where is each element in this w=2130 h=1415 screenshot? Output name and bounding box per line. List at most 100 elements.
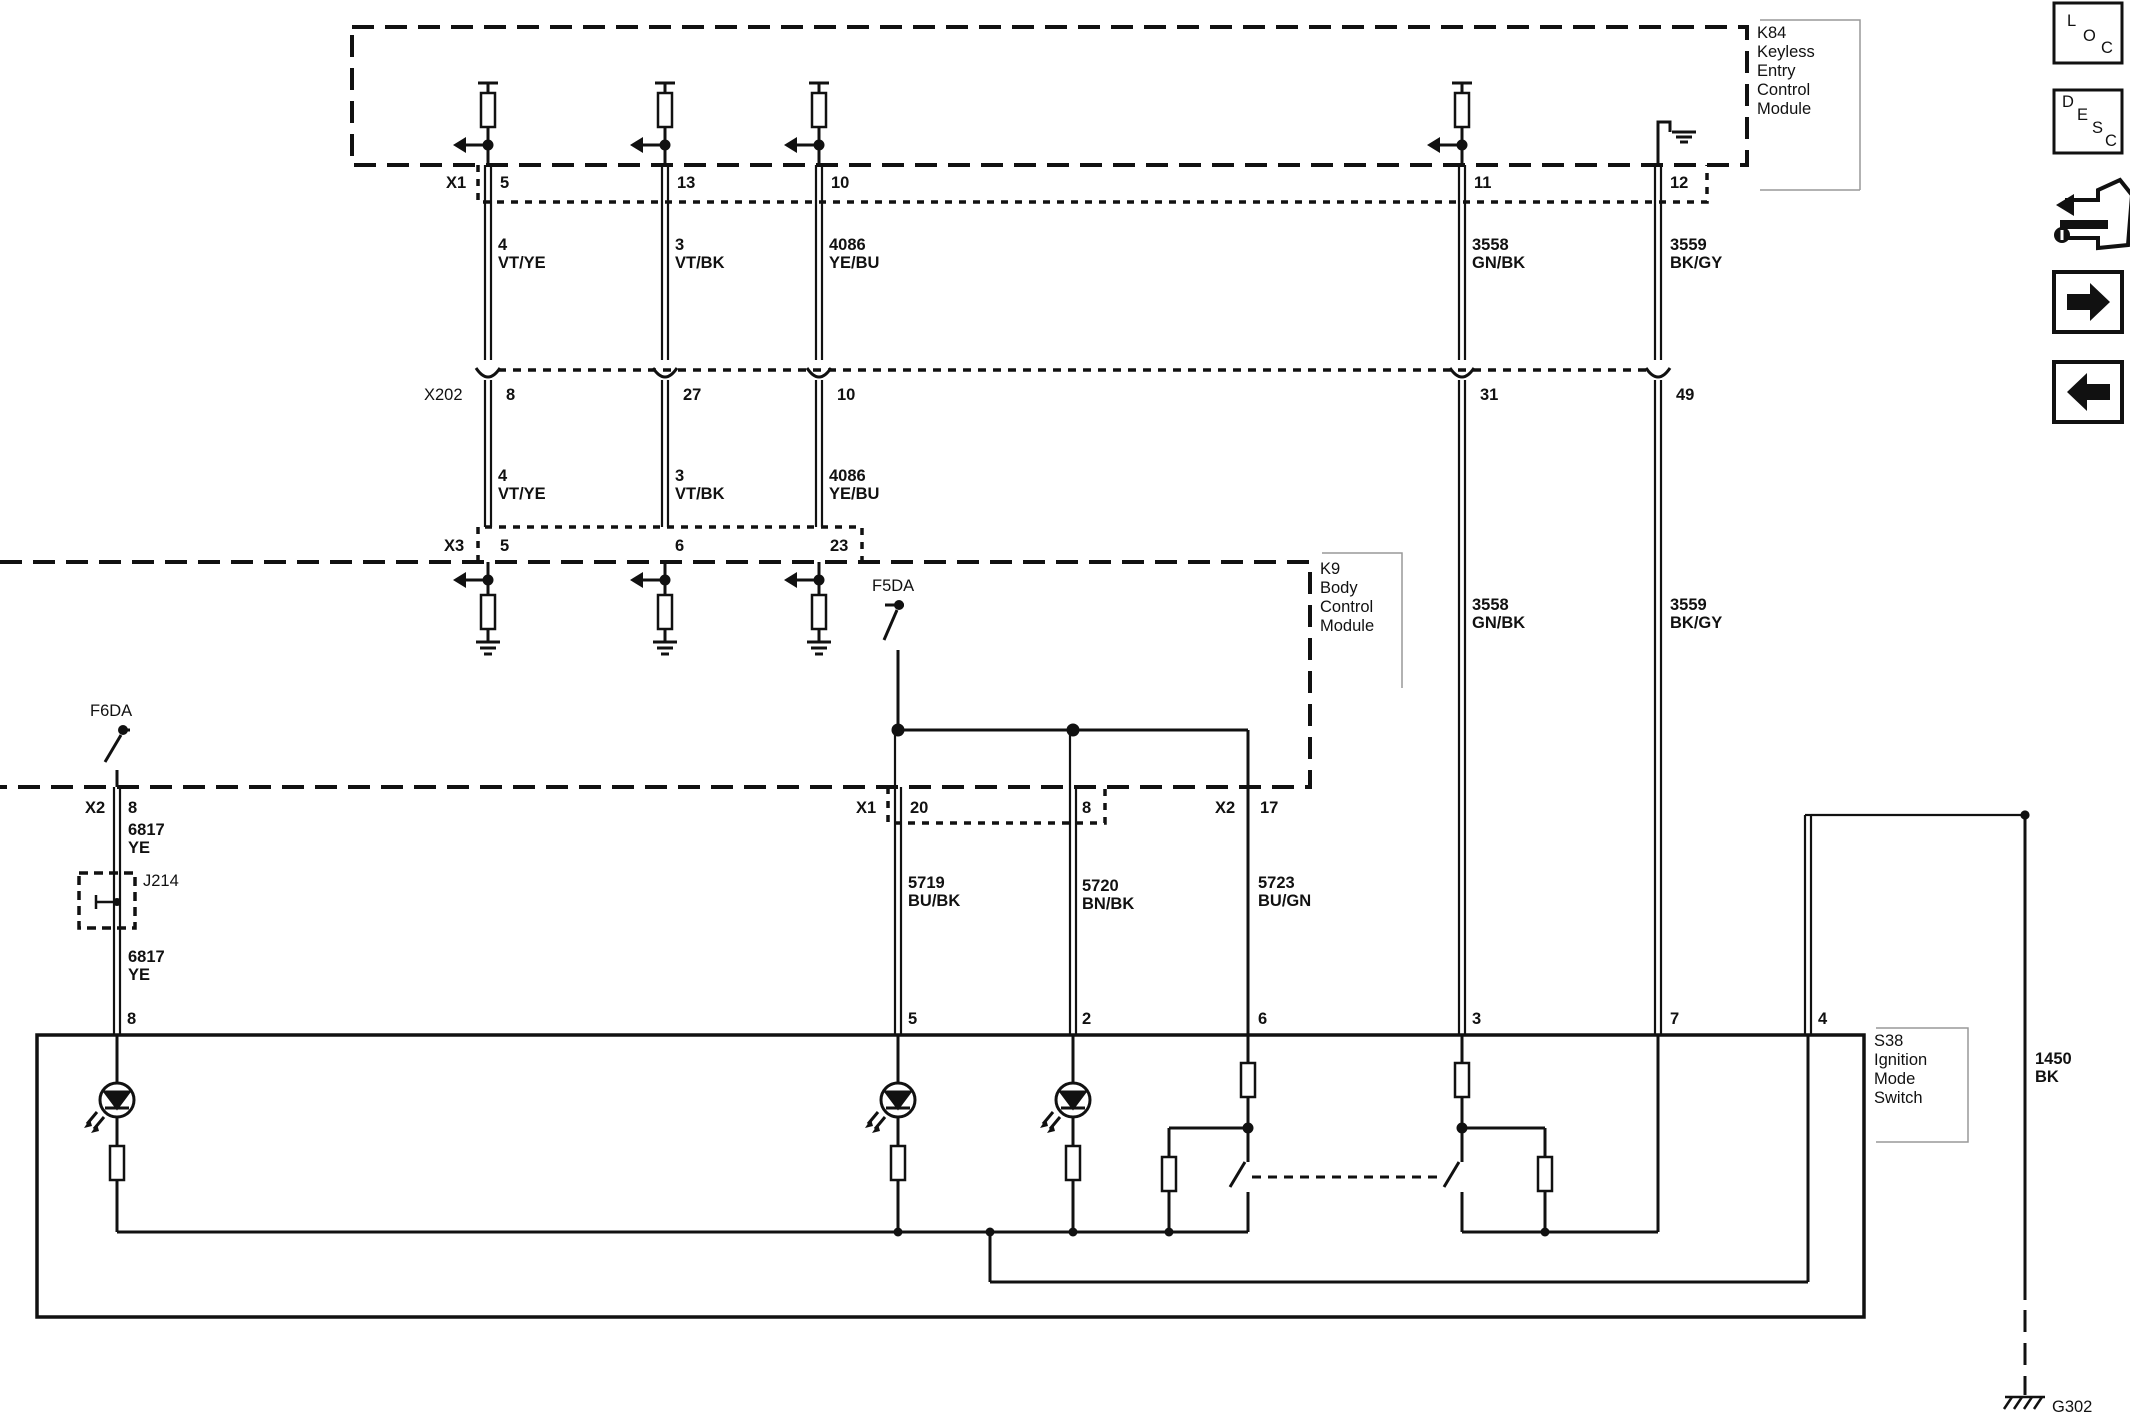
f5da-label: F5DA	[872, 577, 914, 595]
wire-label-color: VT/BK	[675, 254, 725, 272]
g302-ground-symbol	[2002, 1395, 2045, 1410]
previous-page-button[interactable]	[2052, 360, 2124, 424]
k9-x3-pin-6: 6	[675, 537, 684, 555]
wire-label-circuit: 4	[498, 467, 508, 485]
j214-splice	[77, 871, 137, 930]
k9-s38-wire-labels: 6817 YE 6817 YE 5719 BU/BK 5720 BN/BK 57…	[128, 821, 1311, 984]
desc-letter-1: D	[2062, 93, 2074, 111]
k9-label-line-3: Control	[1320, 598, 1373, 616]
k9-label-line-2: Body	[1320, 579, 1358, 597]
k9-label-line-4: Module	[1320, 617, 1374, 635]
wire-label-color: VT/YE	[498, 254, 546, 272]
wire-label-circuit: 3	[675, 467, 684, 485]
k84-x1-label: X1	[446, 174, 466, 192]
s38-pin-2: 2	[1082, 1010, 1091, 1028]
k84-label-line-1: K84	[1757, 24, 1786, 42]
wire-label-circuit: 5720	[1082, 877, 1119, 895]
s38-pin-4: 4	[1818, 1010, 1828, 1028]
wire-lines	[483, 165, 1663, 1035]
k9-x2-b-label: X2	[1215, 799, 1235, 817]
wire-label-circuit: 3	[675, 236, 684, 254]
k84-label-line-2: Keyless	[1757, 43, 1815, 61]
upper-wire-labels: 4 VT/YE 3 VT/BK 4086 YE/BU 3558 GN/BK 35…	[498, 236, 1722, 272]
s38-pin-5: 5	[908, 1010, 917, 1028]
wire-label-circuit: 4086	[829, 467, 866, 485]
loc-letter-3: C	[2101, 39, 2113, 57]
wire-label-circuit: 3559	[1670, 236, 1707, 254]
wire-label-color: BN/BK	[1082, 895, 1134, 913]
lower-wire-labels: 4 VT/YE 3 VT/BK 4086 YE/BU 3558 GN/BK 35…	[498, 467, 1722, 632]
next-page-button[interactable]	[2052, 270, 2124, 334]
k9-bottom-connectors: X2 8 X1 20 8 X2 17	[85, 787, 1278, 825]
s38-pin-8: 8	[127, 1010, 136, 1028]
f5da-driver	[882, 600, 1248, 737]
wire-1450-color: BK	[2035, 1068, 2059, 1086]
k9-x1-pin-8: 8	[1082, 799, 1091, 817]
desc-letter-4: C	[2105, 132, 2117, 150]
k9-x2-pin-8: 8	[128, 799, 137, 817]
k9-x1-label: X1	[856, 799, 876, 817]
x202-pin-8: 8	[506, 386, 515, 404]
desc-button[interactable]: D E S C	[2052, 88, 2124, 155]
k9-x2-label: X2	[85, 799, 105, 817]
x202-pin-27: 27	[683, 386, 701, 404]
k9-s38-wires	[112, 730, 1250, 1035]
wire-label-color: BU/GN	[1258, 892, 1311, 910]
s38-label-line-2: Ignition	[1874, 1051, 1927, 1069]
next-arrow-icon	[2067, 283, 2110, 321]
wire-label-circuit: 6817	[128, 821, 165, 839]
k9-x1-pin-20: 20	[910, 799, 928, 817]
k9-internal-inputs	[462, 562, 831, 656]
wire-label-circuit: 3559	[1670, 596, 1707, 614]
k9-x2-pin-17: 17	[1260, 799, 1278, 817]
k84-label-line-4: Control	[1757, 81, 1810, 99]
previous-arrow-icon	[2067, 373, 2110, 411]
loc-letter-1: L	[2067, 12, 2076, 30]
k84-x1-connector: X1	[446, 165, 1709, 204]
k84-pin-10: 10	[831, 174, 849, 192]
s38-module: S38 Ignition Mode Switch	[35, 1027, 1969, 1319]
x202-pin-49: 49	[1676, 386, 1694, 404]
connector-view-button[interactable]	[2054, 177, 2130, 251]
k9-label-line-1: K9	[1320, 560, 1340, 578]
wire-label-circuit: 3558	[1472, 236, 1509, 254]
s38-pin-6: 6	[1258, 1010, 1267, 1028]
wire-label-circuit: 4086	[829, 236, 866, 254]
wire-label-color: YE/BU	[829, 254, 879, 272]
k84-arrow-heads	[453, 137, 1440, 153]
g302-label: G302	[2052, 1398, 2092, 1415]
s38-pin-3: 3	[1472, 1010, 1481, 1028]
k9-arrow-heads	[453, 572, 797, 588]
connector-view-icon	[2054, 177, 2130, 251]
k9-x3-connector: X3 5 6 23	[444, 525, 864, 562]
wire-label-color: YE	[128, 966, 150, 984]
k9-module: K9 Body Control Module	[0, 552, 1403, 789]
desc-letter-2: E	[2077, 106, 2088, 124]
k9-x3-pin-5: 5	[500, 537, 509, 555]
k84-label-line-5: Module	[1757, 100, 1811, 118]
wire-label-color: BK/GY	[1670, 614, 1722, 632]
k84-pin-5: 5	[500, 174, 509, 192]
wire-label-color: YE/BU	[829, 485, 879, 503]
k9-x3-label: X3	[444, 537, 464, 555]
wire-label-circuit: 5719	[908, 874, 945, 892]
k84-module: K84 Keyless Entry Control Module	[350, 19, 1861, 191]
wire-label-circuit: 5723	[1258, 874, 1295, 892]
f6da-driver	[103, 725, 130, 787]
ground-wire-1450	[1803, 810, 2030, 1395]
wire-1450-circuit: 1450	[2035, 1050, 2072, 1068]
k84-pin-13: 13	[677, 174, 695, 192]
s38-label-line-4: Switch	[1874, 1089, 1923, 1107]
wire-label-color: BU/BK	[908, 892, 960, 910]
loc-button[interactable]: L O C	[2052, 1, 2124, 65]
wire-label-color: VT/YE	[498, 485, 546, 503]
wire-label-color: VT/BK	[675, 485, 725, 503]
wire-label-circuit: 3558	[1472, 596, 1509, 614]
wire-label-color: BK/GY	[1670, 254, 1722, 272]
x202-pin-31: 31	[1480, 386, 1498, 404]
s38-label-line-1: S38	[1874, 1032, 1903, 1050]
s38-internal-circuit	[85, 1035, 1810, 1284]
s38-label-line-3: Mode	[1874, 1070, 1915, 1088]
led-light-arrows	[84, 1119, 1055, 1133]
